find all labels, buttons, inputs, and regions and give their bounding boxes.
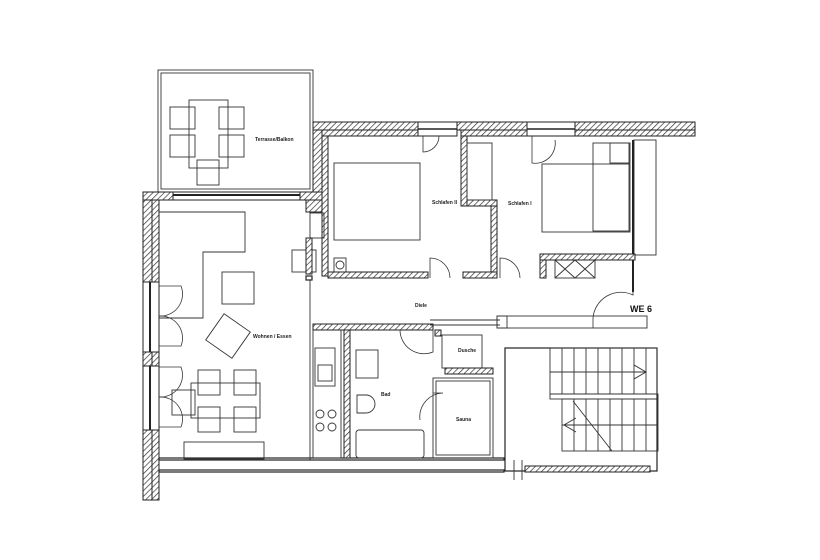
- entrance-door: [592, 291, 634, 328]
- washbasin: [355, 349, 379, 379]
- bed-double: [541, 163, 631, 233]
- room-label-bath: Bad: [381, 392, 390, 398]
- bath: Bad: [355, 329, 434, 459]
- bathtub: [355, 429, 425, 459]
- wardrobe: [466, 142, 493, 201]
- room-label-shower: Dusche: [458, 348, 476, 354]
- bed-double: [333, 162, 421, 241]
- stairwell: WE 6: [496, 291, 659, 480]
- sink: [314, 347, 336, 387]
- toilet: [356, 394, 376, 414]
- room-label-bedroom1: Schlafen I: [508, 201, 532, 207]
- sideboard: [183, 441, 265, 460]
- terrace: Terrasse/Balkon: [157, 69, 314, 193]
- shower-sauna: Dusche Sauna: [419, 319, 500, 459]
- room-label-hall: Diele: [415, 303, 427, 309]
- coffee-table: [221, 271, 255, 305]
- bedroom-2: Schlafen II: [333, 135, 458, 273]
- stairs-upper: [549, 347, 658, 395]
- room-label-living: Wohnen / Essen: [253, 334, 292, 340]
- armchair: [205, 313, 251, 359]
- kitchen: [312, 329, 342, 459]
- room-label-sauna: Sauna: [456, 417, 471, 423]
- bedroom-1: Schlafen I: [508, 136, 657, 292]
- unit-label: WE 6: [630, 304, 652, 314]
- room-label-bedroom2: Schlafen II: [432, 200, 458, 206]
- stairs-lower: [561, 398, 659, 452]
- living-dining: Wohnen / Essen: [142, 211, 325, 460]
- shaft: [554, 259, 596, 279]
- sofa-l-shape: [159, 211, 246, 319]
- exterior-walls: [142, 121, 696, 501]
- room-label-terrace: Terrasse/Balkon: [255, 137, 294, 143]
- dining-table: [190, 382, 261, 419]
- terrace-table: [188, 99, 229, 169]
